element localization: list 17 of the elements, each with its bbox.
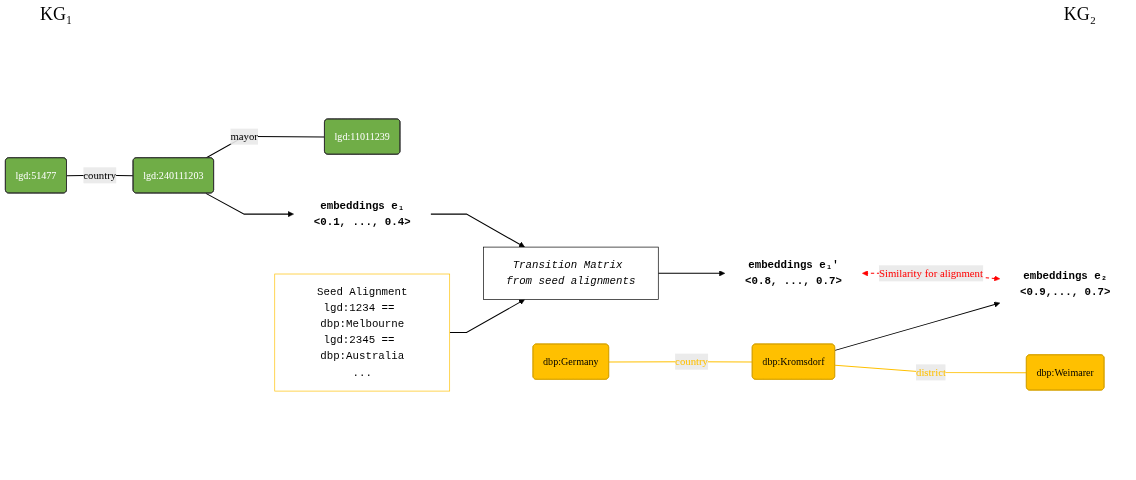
node-text: embeddings e₁′ <0.8, ..., 0.7> xyxy=(745,259,842,288)
arrow xyxy=(657,270,726,277)
node-text: embeddings e₁ <0.1, ..., 0.4> xyxy=(313,199,411,229)
edge-label: country xyxy=(83,169,117,181)
arrow xyxy=(205,192,294,218)
node-text: embeddings e₂ <0.9,..., 0.7> xyxy=(1019,269,1111,299)
node-box: Seed Alignment lgd:1234 == dbp:Melbourne lgd:2345 == dbp:Australia ... xyxy=(274,273,451,392)
arrow xyxy=(449,299,525,334)
graph-heading: KG₁ xyxy=(40,4,73,25)
edge-label: Similarity for alignment xyxy=(878,267,983,279)
edge-label: district xyxy=(916,366,946,378)
graph-heading: KG₂ xyxy=(1063,4,1096,25)
node-box: Transition Matrix from seed alignments xyxy=(483,246,659,300)
arrow xyxy=(834,301,1001,351)
arrow xyxy=(430,213,525,248)
edge-label: country xyxy=(675,355,708,368)
edge-label: mayor xyxy=(230,130,258,142)
